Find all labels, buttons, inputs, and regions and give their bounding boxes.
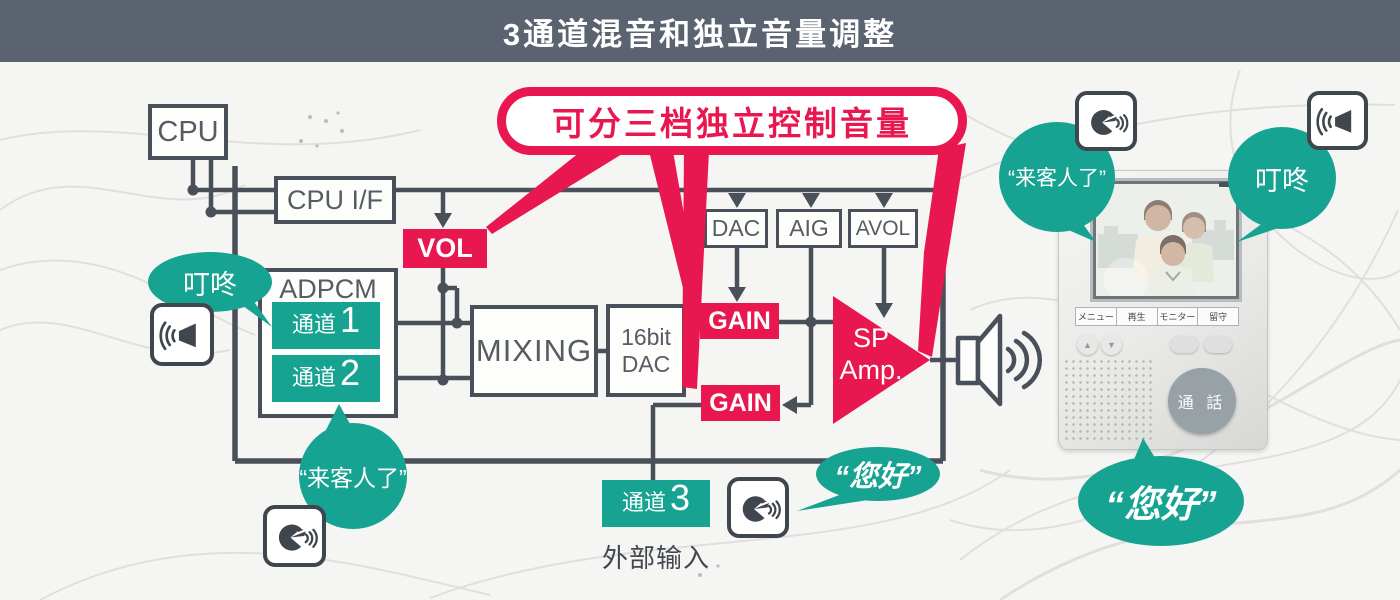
callout-text: 可分三档独立控制音量 <box>552 105 912 142</box>
device-button-row: メニュー 再生 モニター 留守 <box>1075 307 1239 326</box>
aig-label: AIG <box>789 215 829 241</box>
cpu-label: CPU <box>157 115 219 148</box>
screen-photo <box>1096 184 1236 296</box>
channel3-number: 3 <box>669 477 691 518</box>
aig-block: AIG <box>776 209 842 248</box>
dac16-line2: DAC <box>621 350 671 377</box>
device-oval-button-2[interactable] <box>1204 336 1232 353</box>
photo-buildings <box>1098 220 1234 268</box>
away-button[interactable]: 留守 <box>1209 312 1228 322</box>
external-input-label: 外部输入 <box>601 543 710 573</box>
talk-button[interactable]: 通 話 <box>1168 368 1236 434</box>
cpu-if-block: CPU I/F <box>274 176 396 224</box>
channel2-label: 通道 <box>291 365 336 390</box>
volume-down-button[interactable]: ▼ <box>1101 334 1122 355</box>
sp-amp-line1: SP <box>852 323 890 353</box>
channel2-number: 2 <box>339 352 361 393</box>
avol-block: AVOL <box>848 209 918 248</box>
speaker-grille <box>1063 358 1155 444</box>
talking-person-icon <box>263 505 326 567</box>
cpu-block: CPU <box>148 104 228 160</box>
guest-bubble-right: “来客人了” <box>999 122 1115 232</box>
loudspeaker-output-icon <box>955 313 1042 407</box>
nihao-bubble-small: “您好” <box>816 447 940 501</box>
mixing-label: MIXING <box>475 333 593 368</box>
dac16-line1: 16bit <box>621 324 671 351</box>
talking-person-icon <box>1075 91 1137 151</box>
speaker-sound-icon <box>150 303 214 366</box>
screen-indicator-slot <box>1219 182 1233 187</box>
gain2-label: GAIN <box>709 388 772 417</box>
vol-label: VOL <box>417 233 473 263</box>
talking-person-icon <box>727 477 789 538</box>
callout-bubble: 可分三档独立控制音量 <box>497 87 967 155</box>
arrowheads <box>434 193 893 414</box>
vol-block: VOL <box>403 229 487 268</box>
speaker-sound-icon <box>1307 91 1368 150</box>
sp-amp-line2: Amp. <box>839 355 903 386</box>
photo-family <box>1132 200 1214 296</box>
volume-up-button[interactable]: ▲ <box>1077 334 1098 355</box>
junction-dots <box>187 184 817 386</box>
channel3-block: 通道 3 <box>602 480 710 527</box>
avol-label: AVOL <box>855 216 911 240</box>
page-title: 3通道混音和独立音量调整 <box>502 16 898 52</box>
nihao-bubble-big: “您好” <box>1078 456 1244 546</box>
sp-amp-triangle <box>833 296 930 424</box>
header-bar: 3通道混音和独立音量调整 <box>0 0 1400 62</box>
monitor-button[interactable]: モニター <box>1158 308 1199 325</box>
gain1-label: GAIN <box>708 306 771 335</box>
gain1-block: GAIN <box>700 303 779 339</box>
channel1-number: 1 <box>339 299 361 340</box>
adpcm-label: ADPCM <box>279 274 377 304</box>
dac-label: DAC <box>711 215 761 241</box>
channel3-label: 通道 <box>621 490 666 515</box>
channel1-label: 通道 <box>291 312 336 337</box>
mixing-block: MIXING <box>470 305 598 397</box>
channel2-block: 通道 2 <box>272 355 380 402</box>
device-oval-button-1[interactable] <box>1170 336 1198 353</box>
dac-block: DAC <box>704 209 768 248</box>
play-button[interactable]: 再生 <box>1117 308 1158 325</box>
dingdong-bubble-left: 叮咚 <box>148 252 272 312</box>
dac16-block: 16bit DAC <box>606 304 686 397</box>
cpu-if-label: CPU I/F <box>286 184 383 215</box>
channel1-block: 通道 1 <box>272 302 380 349</box>
intercom-screen <box>1090 178 1242 302</box>
gain2-block: GAIN <box>701 385 780 421</box>
menu-button[interactable]: メニュー <box>1076 308 1117 325</box>
red-callout-tails <box>486 143 966 389</box>
sp-amp-label: SP Amp. <box>830 322 912 387</box>
